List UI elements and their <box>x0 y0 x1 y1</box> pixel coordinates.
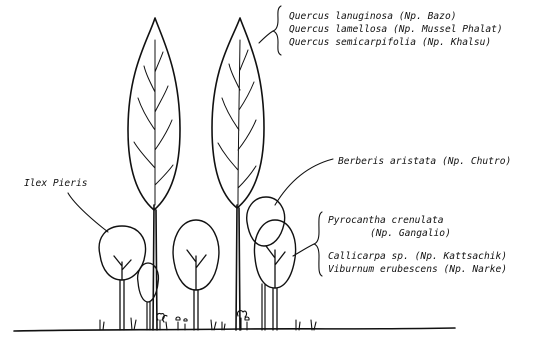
leader-ilex <box>68 193 108 232</box>
label-quercus-lamellosa: Quercus lamellosa (Np. Mussel Phalat) <box>289 24 503 35</box>
label-callicarpa: Callicarpa sp. (Np. Kattsachik) <box>328 251 507 262</box>
label-pyrocantha-line1: Pyrocantha crenulata <box>328 215 444 226</box>
small-tree-mid <box>173 220 219 330</box>
herb-1 <box>100 320 104 330</box>
small-tree-pyrocantha-trunk <box>266 246 285 330</box>
brace-understory <box>293 212 322 276</box>
tall-tree-left-branches <box>134 40 173 205</box>
small-tree-pyrocantha-stem2 <box>262 284 265 330</box>
ground-herbs <box>100 311 316 330</box>
tall-tree-left <box>128 18 180 330</box>
small-tree-mid-trunk <box>187 250 206 330</box>
label-viburnum: Viburnum erubescens (Np. Narke) <box>328 264 507 275</box>
tall-tree-right <box>212 18 264 330</box>
label-berberis: Berberis aristata (Np. Chutro) <box>338 156 511 167</box>
tall-tree-left-crown <box>128 18 180 210</box>
small-tree-pieris <box>138 263 159 330</box>
herb-4 <box>163 315 167 330</box>
small-tree-pyrocantha <box>254 220 295 330</box>
label-quercus-semicarpifolia: Quercus semicarpifolia (Np. Khalsu) <box>289 37 491 48</box>
ground-line <box>14 328 455 331</box>
small-tree-berberis <box>247 197 285 246</box>
label-quercus-lanuginosa: Quercus lanuginosa (Np. Bazo) <box>289 11 457 22</box>
small-tree-ilex <box>99 226 145 330</box>
label-pyrocantha-line2: (Np. Gangalio) <box>370 228 451 239</box>
small-tree-pieris-trunk <box>147 302 150 330</box>
herb-6 <box>184 319 187 330</box>
leader-berberis <box>275 159 333 205</box>
herb-5 <box>176 317 180 330</box>
herb-10 <box>245 317 249 330</box>
small-tree-ilex-trunk <box>114 256 131 330</box>
brace-quercus <box>259 6 281 55</box>
tall-tree-right-branches <box>218 40 256 205</box>
herb-3 <box>157 313 164 330</box>
herb-2 <box>131 318 136 330</box>
label-ilex-pieris: Ilex Pieris <box>24 178 88 189</box>
small-tree-berberis-crown <box>247 197 285 246</box>
